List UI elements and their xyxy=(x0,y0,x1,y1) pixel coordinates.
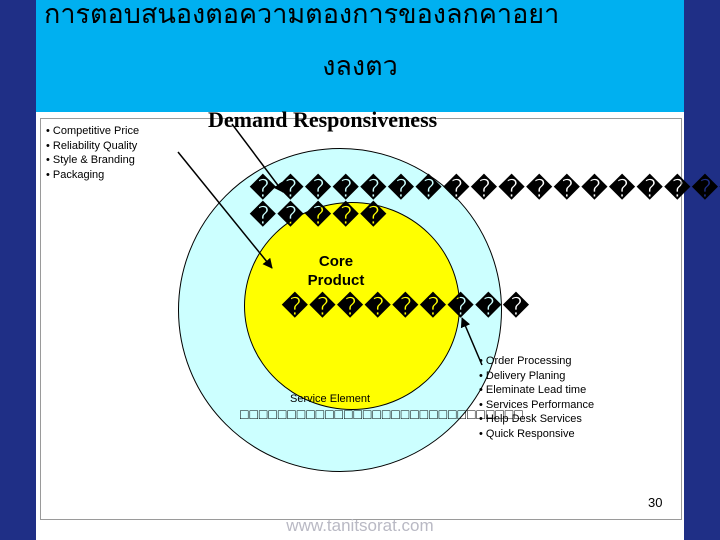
right-bullet-item: • Order Processing xyxy=(479,355,572,367)
demand-heading: Demand Responsiveness xyxy=(208,107,438,132)
left-bullet-list: • Competitive Price • Reliability Qualit… xyxy=(46,124,139,182)
arrow-from-service xyxy=(460,317,483,366)
right-bullet-item: • Services Performance xyxy=(479,398,595,411)
service-element-label: Service Element xyxy=(290,393,371,405)
right-bullet-item: • Quick Responsive xyxy=(479,427,575,440)
slide-title-line-2: งลงตว xyxy=(322,51,398,82)
core-product-label: Core Product xyxy=(288,252,384,290)
core-thai-label: ��������� xyxy=(282,293,531,321)
left-bullet-item: • Competitive Price xyxy=(46,125,140,137)
outer-circle-label: ������������������ ����� xyxy=(250,176,720,230)
inner-circle xyxy=(244,202,460,410)
footer-url: www.tanitsorat.com xyxy=(286,516,434,535)
title-bar: การตอบสนองตอความตองการของลกคาอยา งลงตว xyxy=(36,0,684,112)
right-bullet-item: • Help Desk Services xyxy=(479,413,582,425)
service-element-thai: □□□□□□□□□□□□□□□□□□□□□□□□□□□□□□ xyxy=(240,406,524,422)
right-bullet-item: • Eleminate Lead time xyxy=(479,384,587,396)
outer-circle-label-line-2: ����� xyxy=(250,202,389,230)
content-box xyxy=(40,118,682,520)
arrow-to-outer-label xyxy=(231,123,284,193)
right-bullet-list: • Order Processing • Delivery Planing • … xyxy=(479,354,594,441)
arrow-to-core xyxy=(177,151,273,269)
right-bullet-item: • Delivery Planing xyxy=(479,369,566,382)
left-bullet-item: • Packaging xyxy=(46,168,105,181)
outer-circle-label-line-1: ������������������ xyxy=(250,175,720,203)
left-bullet-item: • Reliability Quality xyxy=(46,139,138,152)
core-label-line-1: Core xyxy=(318,253,354,270)
left-bullet-item: • Style & Branding xyxy=(46,154,135,166)
page-number: 30 xyxy=(648,495,663,510)
slide-title-line-1: การตอบสนองตอความตองการของลกคาอยา xyxy=(44,0,560,30)
core-label-line-2: Product xyxy=(307,272,365,289)
